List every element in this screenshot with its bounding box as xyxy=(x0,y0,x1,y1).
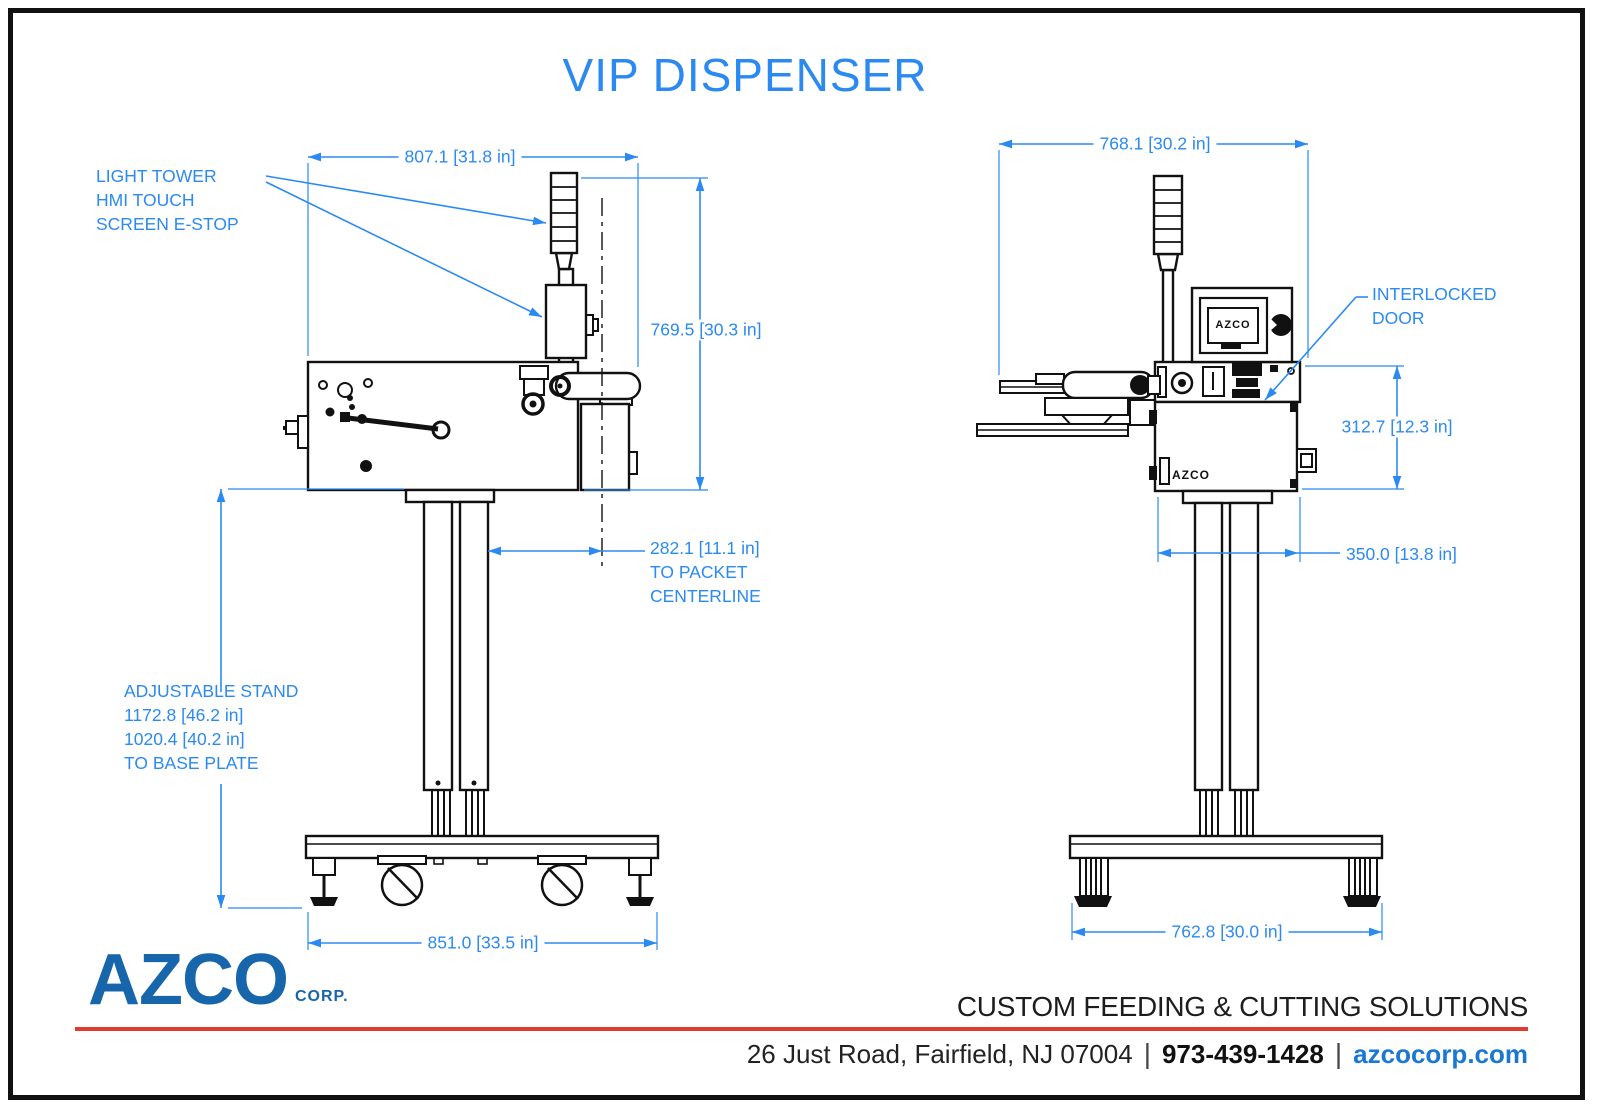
phone-number: 973-439-1428 xyxy=(1161,1038,1324,1069)
side-base-width-dimension: 851.0 [33.5 in] xyxy=(421,932,545,954)
company-tagline: CUSTOM FEEDING & CUTTING SOLUTIONS xyxy=(956,991,1528,1022)
dimension-lines xyxy=(216,139,1404,950)
side-height-dimension: 769.5 [30.3 in] xyxy=(644,319,768,341)
side-width-dimension: 807.1 [31.8 in] xyxy=(398,146,522,168)
side-view-machine xyxy=(283,171,660,907)
street-address: 26 Just Road, Fairfield, NJ 07004 xyxy=(746,1038,1133,1069)
column-width-dimension: 350.0 [13.8 in] xyxy=(1346,544,1457,564)
interlocked-door-label: INTERLOCKED DOOR xyxy=(1372,284,1497,328)
azco-logo: AZCO CORP. xyxy=(88,940,349,1020)
footer-contact-line: 26 Just Road, Fairfield, NJ 07004 | 973-… xyxy=(747,1038,1528,1070)
separator-bar: | xyxy=(1334,1038,1343,1069)
azco-logo-text: AZCO xyxy=(88,940,289,1020)
adjustable-stand-label: ADJUSTABLE STAND 1172.8 [46.2 in] 1020.4… xyxy=(124,681,299,773)
separator-bar: | xyxy=(1143,1038,1151,1069)
hmi-screen-brand: AZCO xyxy=(1215,319,1251,331)
front-width-dimension: 768.1 [30.2 in] xyxy=(1093,133,1217,155)
page-title: VIP DISPENSER xyxy=(562,49,928,101)
front-view-machine xyxy=(976,174,1384,907)
light-tower-label: LIGHT TOWER HMI TOUCH SCREEN E-STOP xyxy=(96,166,239,234)
front-base-width-dimension: 762.8 [30.0 in] xyxy=(1165,921,1289,943)
door-brand: AZCO xyxy=(1172,468,1210,482)
sheet-border xyxy=(8,8,1585,1100)
footer-accent-rule xyxy=(75,1027,1528,1031)
website-url: azcocorp.com xyxy=(1353,1038,1528,1069)
azco-logo-corp: CORP. xyxy=(294,988,349,1005)
door-height-dimension: 312.7 [12.3 in] xyxy=(1335,416,1459,438)
packet-centerline-dimension: 282.1 [11.1 in] TO PACKET CENTERLINE xyxy=(650,538,761,606)
